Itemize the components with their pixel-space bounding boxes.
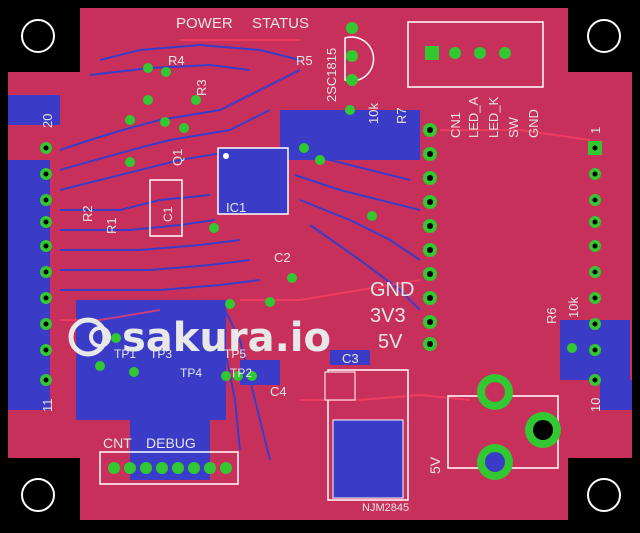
silkscreen: POWER STATUS R4 R5 R3 R2 R1 IC1 Q1 C1 C2… <box>40 15 603 514</box>
label-3v3: 3V3 <box>370 305 406 327</box>
label-cnt: CNT <box>103 435 132 451</box>
right-header <box>588 141 602 386</box>
label-r7-value: 10k <box>366 103 381 124</box>
logo-text: sakura.io <box>122 315 331 361</box>
left-header <box>40 142 52 386</box>
label-r2: R2 <box>80 205 95 222</box>
mounting-holes <box>21 19 621 512</box>
regulator <box>324 369 409 501</box>
mounting-hole-bottom-left <box>21 478 55 512</box>
label-tp4: TP4 <box>180 366 202 380</box>
label-ic1: IC1 <box>226 200 246 215</box>
label-sw: SW <box>506 116 521 138</box>
label-pin11: 11 <box>40 399 55 413</box>
sakura-logo: sakura.io <box>68 315 331 361</box>
vias <box>95 63 577 381</box>
label-led-a: LED_A <box>466 96 481 138</box>
label-pin20: 20 <box>40 114 55 128</box>
ic1-chip <box>217 147 289 215</box>
label-tp5: TP5 <box>224 347 246 361</box>
label-tp2: TP2 <box>230 366 252 380</box>
label-gnd-big: GND <box>370 279 414 301</box>
label-c2: C2 <box>274 250 291 265</box>
label-transistor: 2SC1815 <box>324 48 339 102</box>
label-r1: R1 <box>104 217 119 234</box>
label-status: STATUS <box>252 15 309 32</box>
label-debug: DEBUG <box>146 435 196 451</box>
transistor-2sc1815 <box>344 22 375 86</box>
label-r5: R5 <box>296 53 313 68</box>
label-r7: R7 <box>394 107 409 124</box>
mounting-hole-bottom-right <box>587 478 621 512</box>
label-cn1: CN1 <box>448 112 463 138</box>
label-led-k: LED_K <box>486 96 501 138</box>
center-header <box>423 123 437 351</box>
label-regulator: NJM2845 <box>362 502 409 514</box>
bottom-copper-areas <box>8 95 632 480</box>
label-pin1: 1 <box>588 127 603 134</box>
label-r6-value: 10k <box>566 297 581 318</box>
label-pin10: 10 <box>588 398 603 412</box>
label-tp3: TP3 <box>150 347 172 361</box>
label-power: POWER <box>176 15 233 32</box>
debug-header <box>99 451 239 485</box>
logo-mark-icon <box>68 317 108 357</box>
label-c4: C4 <box>270 384 287 399</box>
label-r4: R4 <box>168 53 185 68</box>
label-tp1: TP1 <box>114 347 136 361</box>
label-q1: Q1 <box>170 149 185 166</box>
cn1-connector <box>407 21 544 88</box>
label-gnd: GND <box>526 109 541 138</box>
mounting-hole-top-right <box>587 19 621 53</box>
crystal-q1 <box>149 179 183 237</box>
label-c1: C1 <box>161 206 175 222</box>
label-c3: C3 <box>342 351 359 366</box>
label-5v: 5V <box>378 331 403 353</box>
label-r3: R3 <box>194 79 209 96</box>
dc-jack <box>447 374 561 480</box>
label-r6: R6 <box>544 307 559 324</box>
mounting-hole-top-left <box>21 19 55 53</box>
label-5v-jack: 5V <box>427 456 443 474</box>
